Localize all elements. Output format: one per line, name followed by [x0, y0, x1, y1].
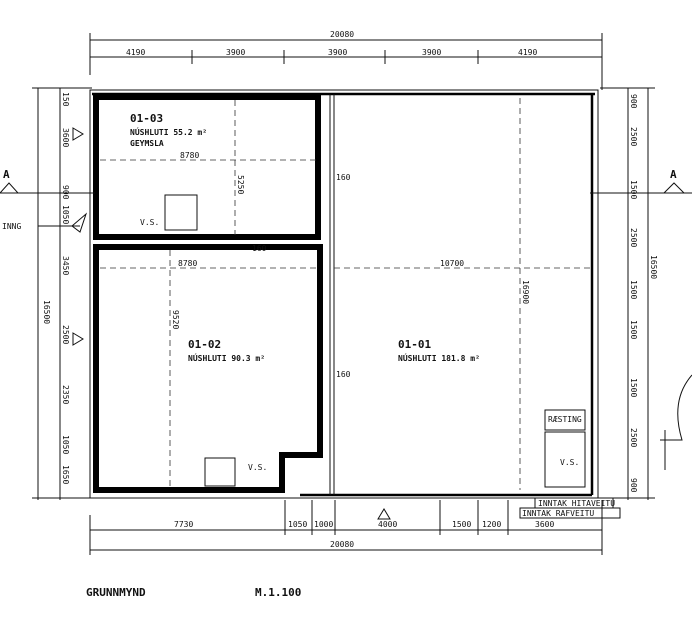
dim-interior: 8780 [178, 259, 197, 268]
building-walls [89, 89, 599, 499]
dim-right-6: 1500 [629, 320, 638, 339]
dim-bottom-5: 1500 [452, 520, 471, 529]
dim-bottom-1: 7730 [174, 520, 193, 529]
dim-top-total: 20080 [330, 30, 354, 39]
dim-interior: 16900 [521, 280, 530, 304]
room-id: 01-02 [188, 338, 221, 351]
utility-notes: INNTAK HITAVEITU INNTAK RAFVEITU [519, 497, 621, 519]
section-label: A [3, 168, 10, 181]
entrance-marker: INNG [2, 212, 88, 233]
dim-top-1: 4190 [126, 48, 145, 57]
bottom-dimensions: 20080 7730 1050 1000 4000 1500 1200 3600 [89, 500, 603, 555]
room-id: 01-03 [130, 112, 163, 125]
wc-label-2: V.S. [248, 463, 267, 472]
room-use: GEYMSLA [130, 139, 164, 148]
dim-top-3: 3900 [328, 48, 347, 57]
room-id: 01-01 [398, 338, 431, 351]
dim-left-8: 1050 [61, 435, 70, 454]
dim-top-4: 3900 [422, 48, 441, 57]
room-01-02: 01-02 NÚSHLUTI 90.3 m² [188, 338, 265, 363]
dim-left-9: 1650 [61, 465, 70, 484]
dim-interior: 9520 [171, 310, 180, 329]
dim-right-7: 1500 [629, 378, 638, 397]
dim-bottom-4: 4000 [378, 520, 397, 529]
dim-right-total: 16500 [649, 255, 658, 279]
drawing-title: GRUNNMYND [86, 586, 146, 599]
dim-bottom-3: 1000 [314, 520, 333, 529]
dim-interior: 160 [336, 370, 351, 379]
room-area: NÚSHLUTI 90.3 m² [188, 352, 265, 363]
dim-bottom-7: 3600 [535, 520, 554, 529]
dim-interior: 10700 [440, 259, 464, 268]
section-label: A [670, 168, 677, 181]
dim-top-5: 4190 [518, 48, 537, 57]
dim-right-8: 2500 [629, 428, 638, 447]
room-01-01: 01-01 NÚSHLUTI 181.8 m² [398, 338, 480, 363]
section-marker-right: A [590, 168, 692, 194]
room-area: NÚSHLUTI 181.8 m² [398, 352, 480, 363]
dim-left-2: 3600 [61, 128, 70, 147]
dim-bottom-total: 20080 [330, 540, 354, 549]
drawing-scale: M.1.100 [255, 586, 301, 599]
wc-label-1: V.S. [140, 218, 159, 227]
dim-left-1: 150 [61, 92, 70, 107]
dim-right-1: 900 [629, 94, 638, 109]
dim-right-3: 1500 [629, 180, 638, 199]
dim-left-3: 900 [61, 185, 70, 200]
wc-fixtures: V.S. V.S. V.S. RÆSTING [140, 194, 586, 488]
dim-left-4: 1050 [61, 205, 70, 224]
dim-interior: 8780 [180, 151, 199, 160]
room-area: NÚSHLUTI 55.2 m² [130, 126, 207, 137]
dim-left-6: 2500 [61, 325, 70, 344]
dim-top-2: 3900 [226, 48, 245, 57]
wc-label-3: V.S. [560, 458, 579, 467]
window-markers [72, 127, 391, 520]
note-electric-intake: INNTAK RAFVEITU [522, 509, 594, 518]
dim-bottom-2: 1050 [288, 520, 307, 529]
dim-right-2: 2500 [629, 127, 638, 146]
dim-left-5: 3450 [61, 256, 70, 275]
top-dimensions: 20080 4190 3900 3900 3900 4190 [89, 30, 603, 90]
dim-interior: 160 [252, 244, 267, 253]
storage-label: RÆSTING [548, 415, 582, 424]
interior-dimensions: 8780 8780 10700 5250 9520 16900 160 160 … [171, 151, 530, 379]
dim-left-7: 2350 [61, 385, 70, 404]
door-arc-right [660, 374, 692, 470]
room-01-03: 01-03 NÚSHLUTI 55.2 m² GEYMSLA [130, 112, 207, 148]
dim-bottom-6: 1200 [482, 520, 501, 529]
dim-left-total: 16500 [42, 300, 51, 324]
dim-right-5: 1500 [629, 280, 638, 299]
dim-right-9: 900 [629, 478, 638, 493]
entrance-label: INNG [2, 222, 21, 231]
note-heating-intake: INNTAK HITAVEITU [538, 499, 615, 508]
dim-interior: 5250 [236, 175, 245, 194]
right-dimensions: 16500 900 2500 1500 2500 1500 1500 1500 … [600, 87, 658, 500]
dim-interior: 160 [336, 173, 351, 182]
dim-right-4: 2500 [629, 228, 638, 247]
left-dimensions: 16500 150 3600 900 1050 3450 2500 2350 1… [32, 87, 92, 500]
section-marker-left: A [0, 168, 95, 194]
